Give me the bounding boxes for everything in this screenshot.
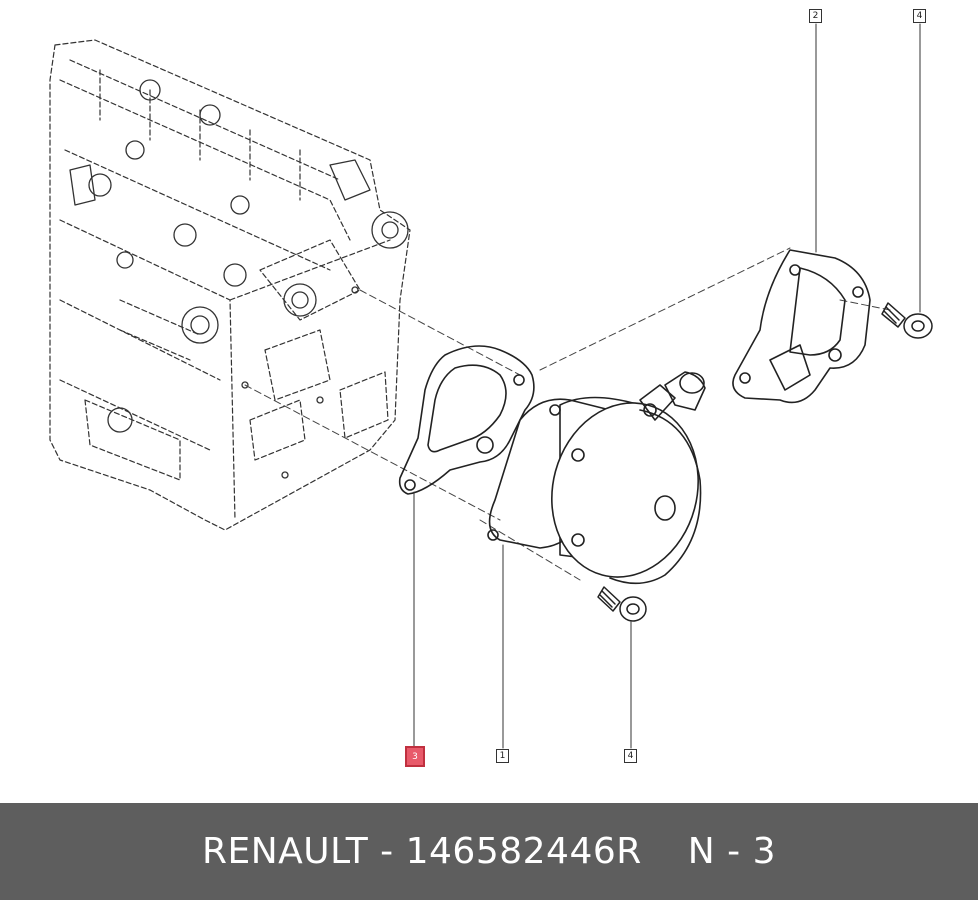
exploded-parts-diagram [49, 23, 933, 749]
part-1-vacuum-pump [487, 371, 706, 585]
part-number-banner: RENAULT - 146582446R N - 3 [0, 803, 978, 900]
quantity-text: N - 3 [687, 831, 776, 872]
callout-2: 2 [809, 9, 822, 23]
callout-4-bottom: 4 [624, 749, 637, 763]
assembly-axis-lines [244, 247, 891, 581]
callout-3-label: 3 [412, 751, 418, 762]
callout-4-top: 4 [913, 9, 926, 23]
part-2-bracket [732, 249, 871, 404]
engine-block [49, 39, 411, 531]
callout-3-highlighted: 3 [405, 746, 425, 767]
bolt-bottom [597, 586, 647, 622]
callout-1: 1 [496, 749, 509, 763]
part-number-text: RENAULT - 146582446R [201, 831, 642, 872]
leader-lines [413, 23, 921, 749]
part-3-gasket [398, 345, 535, 495]
bolt-top [881, 302, 933, 339]
engine-block-details [69, 79, 409, 479]
